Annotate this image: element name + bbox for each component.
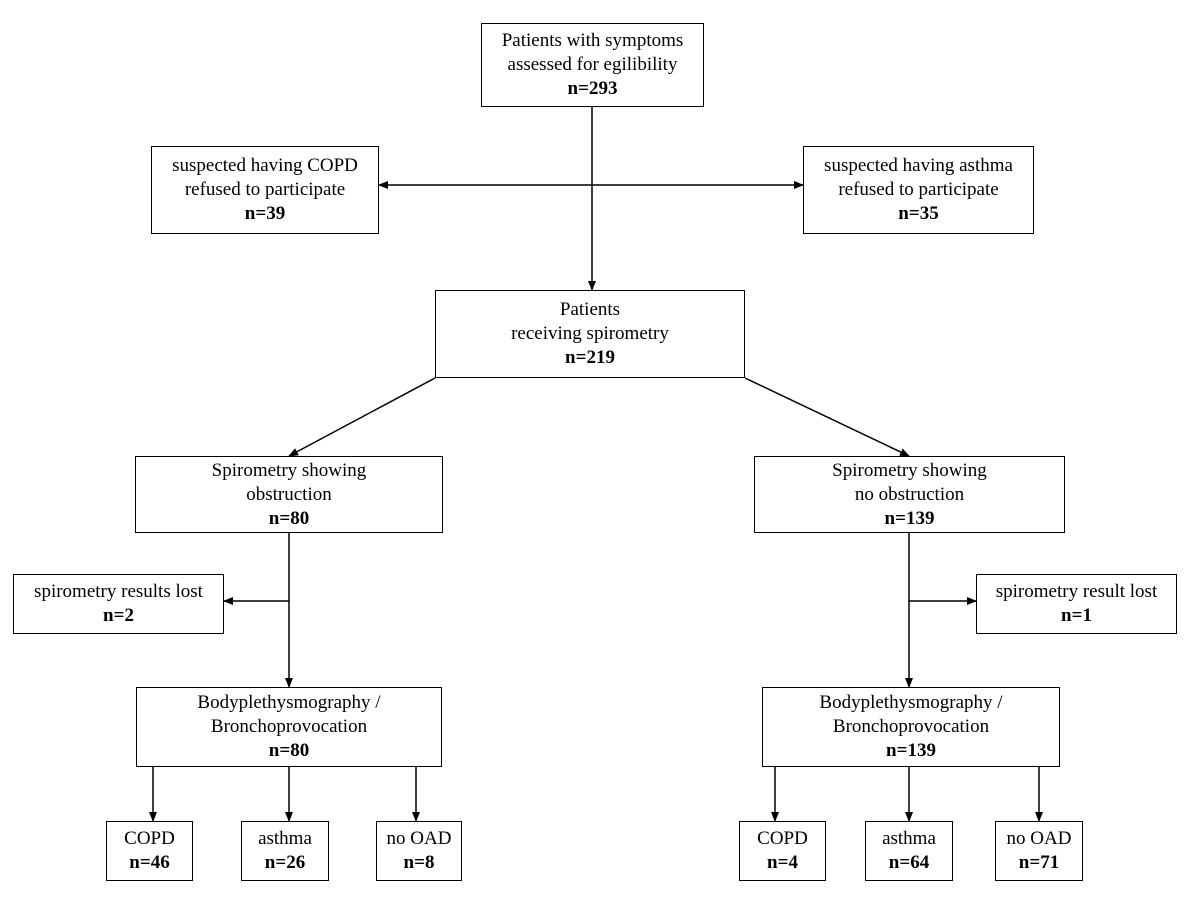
obstruction-box: Spirometry showing obstruction n=80	[135, 456, 443, 533]
refused-copd-count: n=39	[244, 203, 286, 224]
body-left-count: n=80	[268, 740, 310, 761]
outcome-right-no-oad-label: no OAD	[1006, 828, 1072, 849]
spirometry-box: Patients receiving spirometry n=219	[435, 290, 745, 378]
arrow-to-obstruction	[288, 377, 436, 457]
outcome-right-asthma-count: n=64	[888, 852, 930, 873]
outcome-left-copd-box: COPD n=46	[106, 821, 193, 881]
bodyplethysmography-left-box: Bodyplethysmography / Bronchoprovocation…	[136, 687, 442, 767]
body-left-line1: Bodyplethysmography /	[197, 692, 381, 713]
eligibility-box: Patients with symptoms assessed for egil…	[481, 23, 704, 107]
outcome-left-copd-label: COPD	[124, 828, 175, 849]
arrow-to-no-obstruction	[744, 377, 910, 457]
obstruction-line2: obstruction	[246, 483, 332, 505]
outcome-right-asthma-label: asthma	[882, 828, 936, 849]
no-obstruction-count: n=139	[884, 507, 935, 529]
lost-left-box: spirometry results lost n=2	[13, 574, 224, 634]
lost-right-line1: spirometry result lost	[995, 581, 1158, 602]
body-right-line1: Bodyplethysmography /	[819, 692, 1003, 713]
refused-copd-line2: refused to participate	[184, 179, 346, 200]
obstruction-count: n=80	[268, 507, 310, 529]
outcome-right-asthma-box: asthma n=64	[865, 821, 953, 881]
body-right-line2: Bronchoprovocation	[832, 716, 990, 737]
outcome-right-copd-count: n=4	[767, 852, 798, 873]
outcome-right-copd-label: COPD	[757, 828, 808, 849]
lost-left-line1: spirometry results lost	[34, 581, 203, 602]
bodyplethysmography-right-box: Bodyplethysmography / Bronchoprovocation…	[762, 687, 1060, 767]
outcome-left-copd-count: n=46	[129, 852, 170, 873]
refused-asthma-box: suspected having asthma refused to parti…	[803, 146, 1034, 234]
eligibility-line1: Patients with symptoms	[501, 30, 684, 51]
body-right-count: n=139	[886, 740, 936, 761]
no-obstruction-box: Spirometry showing no obstruction n=139	[754, 456, 1065, 533]
refused-asthma-line1: suspected having asthma	[824, 155, 1013, 176]
obstruction-line1: Spirometry showing	[211, 459, 367, 481]
body-left-line2: Bronchoprovocation	[210, 716, 368, 737]
lost-right-box: spirometry result lost n=1	[976, 574, 1177, 634]
refused-copd-box: suspected having COPD refused to partici…	[151, 146, 379, 234]
refused-asthma-line2: refused to participate	[838, 179, 999, 200]
lost-left-count: n=2	[103, 605, 134, 626]
outcome-right-copd-box: COPD n=4	[739, 821, 826, 881]
outcome-right-no-oad-count: n=71	[1018, 852, 1060, 873]
no-obstruction-line1: Spirometry showing	[832, 459, 987, 481]
outcome-left-asthma-label: asthma	[258, 828, 312, 849]
spirometry-line1: Patients	[559, 299, 621, 320]
spirometry-count: n=219	[565, 347, 615, 368]
outcome-left-no-oad-box: no OAD n=8	[376, 821, 462, 881]
spirometry-line2: receiving spirometry	[511, 323, 669, 344]
refused-copd-line1: suspected having COPD	[172, 155, 358, 176]
eligibility-count: n=293	[567, 78, 618, 99]
outcome-left-no-oad-label: no OAD	[386, 828, 452, 849]
refused-asthma-count: n=35	[898, 203, 939, 224]
outcome-left-asthma-count: n=26	[264, 852, 306, 873]
outcome-right-no-oad-box: no OAD n=71	[995, 821, 1083, 881]
lost-right-count: n=1	[1061, 605, 1092, 626]
no-obstruction-line2: no obstruction	[854, 483, 965, 505]
outcome-left-asthma-box: asthma n=26	[241, 821, 329, 881]
outcome-left-no-oad-count: n=8	[403, 852, 435, 873]
eligibility-line2: assessed for egilibility	[507, 54, 678, 75]
